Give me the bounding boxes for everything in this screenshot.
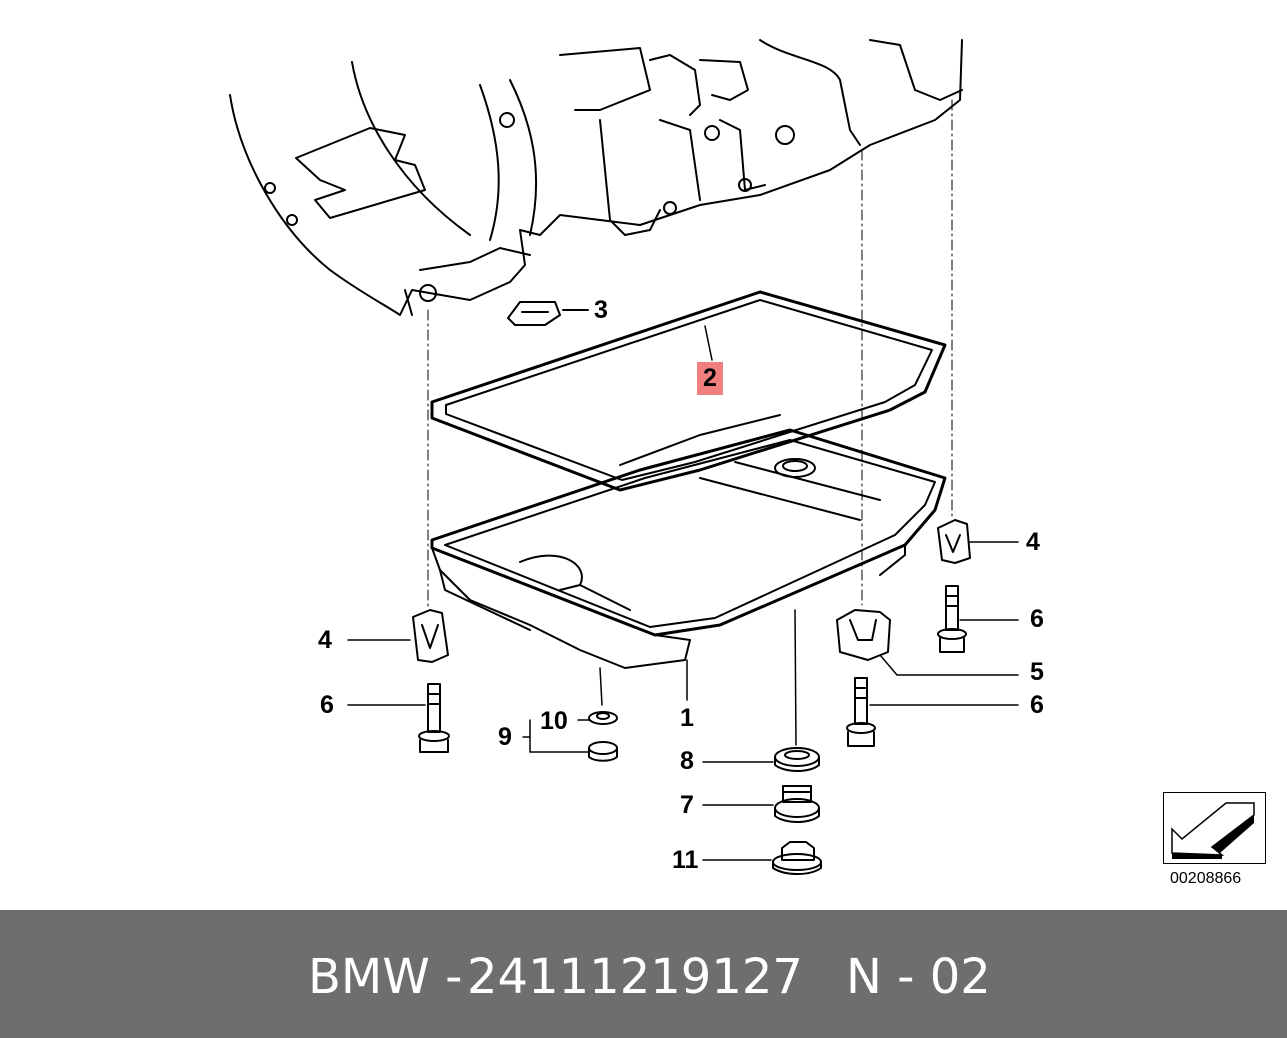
callout-4-left: 4 xyxy=(318,626,332,654)
part-9-nut xyxy=(522,719,618,762)
callout-2: 2 xyxy=(697,362,723,395)
diagram-drawing xyxy=(229,39,1019,875)
part-4-clip-left xyxy=(347,609,449,663)
callout-10: 10 xyxy=(540,707,568,735)
part-2-gasket xyxy=(430,290,947,492)
footer-part-number: 24111219127 xyxy=(467,949,803,1005)
part-3-clip xyxy=(507,301,589,326)
callout-6-right-bottom: 6 xyxy=(1030,691,1044,719)
callout-9: 9 xyxy=(498,723,512,751)
parts-diagram: 1 2 3 4 4 5 6 6 6 7 8 9 10 11 00208866 xyxy=(229,39,1266,887)
part-1-oil-pan xyxy=(430,428,947,746)
part-10-nut xyxy=(577,711,618,725)
reference-icon-box xyxy=(1163,792,1266,864)
part-11-cap xyxy=(702,841,822,875)
part-4-clip-right xyxy=(937,519,1019,564)
part-5-grommet xyxy=(836,609,1019,676)
footer-brand: BMW - xyxy=(308,949,463,1005)
alignment-lines xyxy=(427,99,953,609)
part-6-bolt-right-bottom xyxy=(846,677,1019,747)
part-7-drain-plug xyxy=(702,785,820,823)
callout-11: 11 xyxy=(672,846,699,874)
reference-number: 00208866 xyxy=(1170,870,1242,887)
callout-4-right: 4 xyxy=(1026,528,1040,556)
callout-6-left: 6 xyxy=(320,691,334,719)
part-8-washer xyxy=(702,747,820,772)
footer-bar: BMW - 24111219127 N - 02 xyxy=(0,910,1287,1038)
callout-3: 3 xyxy=(594,296,608,324)
callout-8: 8 xyxy=(680,747,694,775)
footer-code: N - 02 xyxy=(846,949,991,1005)
part-6-bolt-left xyxy=(347,683,450,753)
transmission-housing xyxy=(229,39,963,316)
callout-5: 5 xyxy=(1030,658,1044,686)
callout-1: 1 xyxy=(680,704,694,732)
callout-7: 7 xyxy=(680,791,694,819)
arrow-down-left-icon xyxy=(1171,802,1255,859)
callout-6-right-top: 6 xyxy=(1030,605,1044,633)
part-6-bolt-right-top xyxy=(937,585,1019,653)
